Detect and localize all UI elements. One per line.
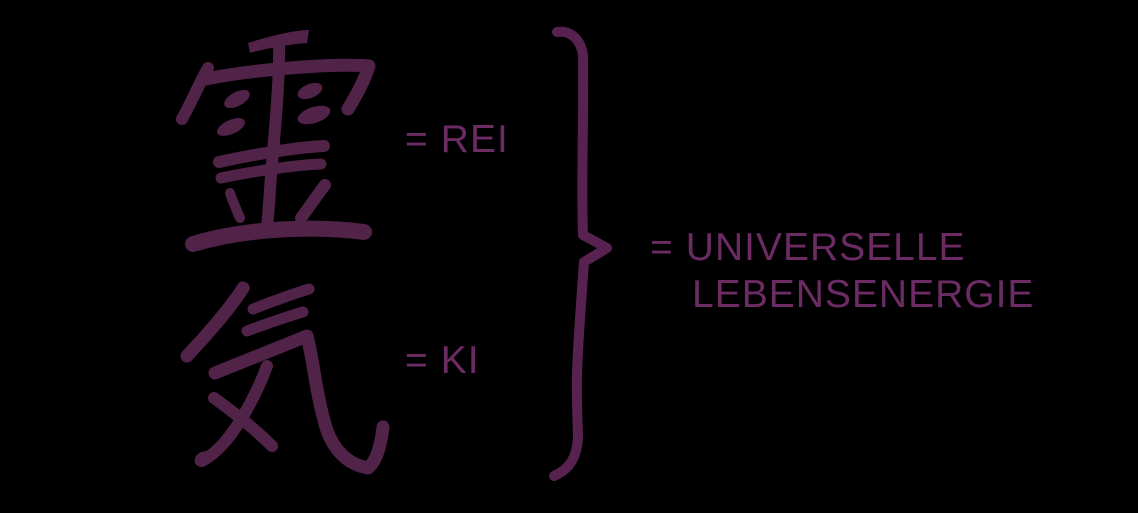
ki-first-horizontal-stroke (247, 283, 315, 315)
rei-cover-stroke (199, 58, 376, 116)
rei-dot-left-lower (217, 118, 245, 136)
rei-small-right-stroke (295, 179, 331, 224)
ki-kanji-glyph (180, 281, 390, 475)
meaning-word-lebensenergie: LEBENSENERGIE (692, 273, 1035, 316)
rei-middle-bar-lower (215, 158, 327, 184)
ki-romaji-text: KI (440, 339, 480, 382)
meaning-label: = UNIVERSELLE LEBENSENERGIE (650, 224, 1034, 318)
curly-brace-icon (549, 26, 612, 481)
ki-equals-sign: = (405, 339, 429, 382)
ki-left-falling-stroke (180, 281, 250, 363)
rei-label: = REI (405, 120, 509, 159)
rei-equals-sign: = (405, 118, 429, 161)
rei-bottom-bar-stroke (185, 220, 372, 252)
rei-middle-bar-upper (213, 140, 330, 168)
meaning-line1: = UNIVERSELLE (650, 224, 1034, 271)
meaning-word-universelle: UNIVERSELLE (685, 226, 966, 269)
ki-label: = KI (405, 341, 480, 380)
rei-small-left-stroke (225, 188, 245, 223)
rei-kanji-glyph (176, 30, 376, 252)
rei-dot-right-upper (297, 82, 323, 100)
rei-dot-right-lower (297, 105, 331, 125)
rei-left-falling-stroke (176, 62, 214, 125)
meaning-equals-sign: = (650, 226, 674, 269)
ki-sweep-hook-stroke (208, 329, 390, 475)
ki-second-horizontal-stroke (241, 306, 309, 337)
rei-romaji-text: REI (440, 118, 509, 161)
rei-dot-left-upper (224, 89, 250, 109)
ki-inner-cross-stroke-2 (208, 392, 278, 452)
curly-brace-path (549, 26, 612, 481)
ki-inner-stroke-end-blob (194, 451, 212, 467)
